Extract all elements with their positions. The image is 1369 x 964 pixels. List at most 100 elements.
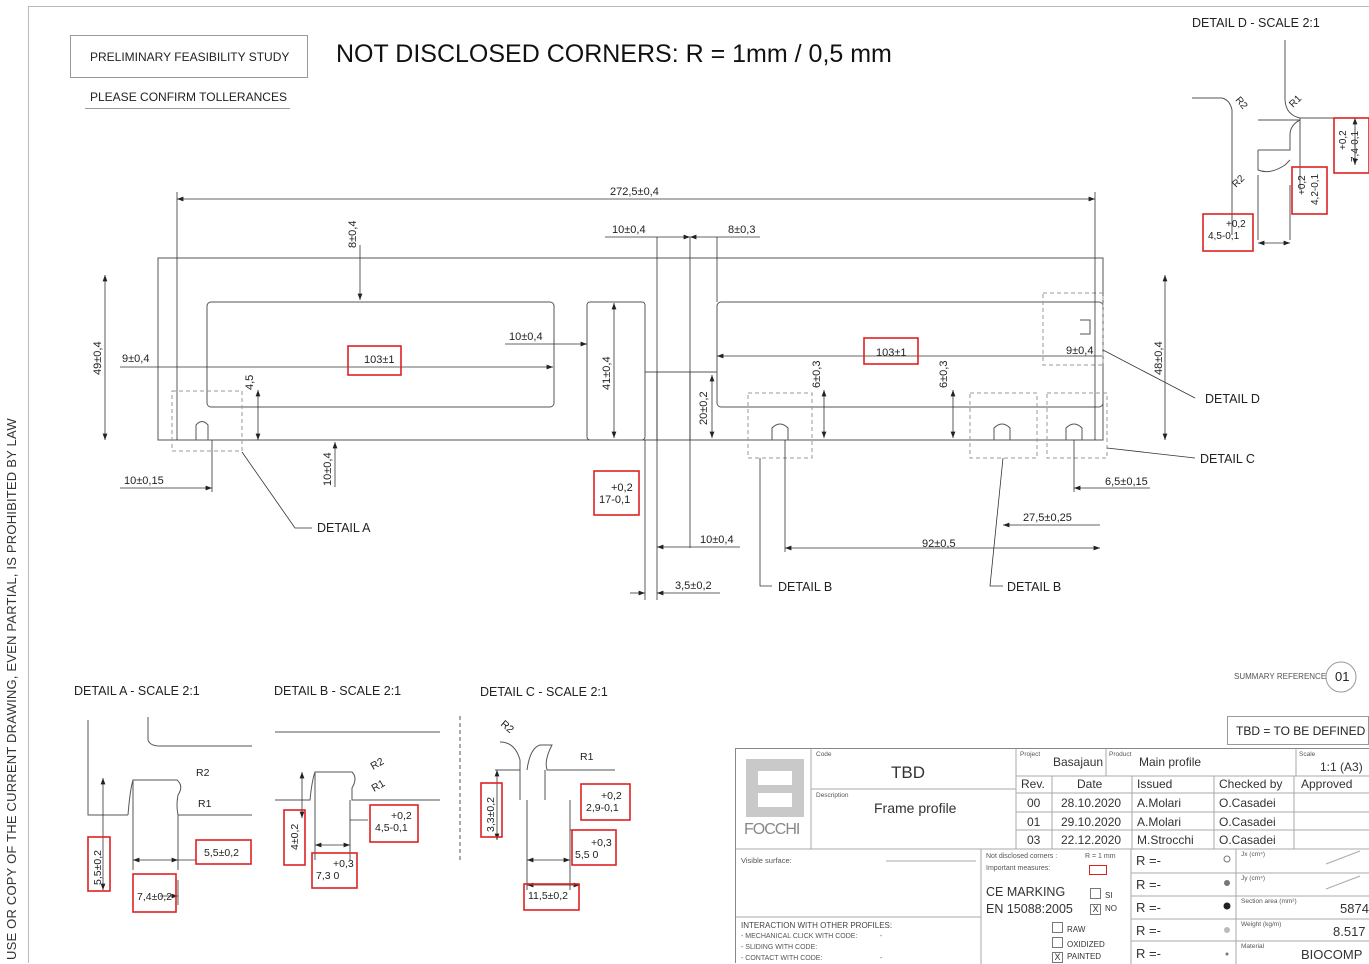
corners-note: NOT DISCLOSED CORNERS: R = 1mm / 0,5 mm [336,40,892,68]
en-norm-label: EN 15088:2005 [986,902,1073,916]
dim-bottom-10: 10±0,4 [322,452,334,486]
section-area-value: 5874 [1340,901,1369,916]
finish-oxidized-option[interactable]: OXIDIZED [1052,937,1105,949]
detail-c-r1: R1 [580,751,594,763]
detail-a-7-4: 7,4±0,2 [137,891,172,903]
material-value: BIOCOMP [1301,947,1363,962]
detail-a-title: DETAIL A - SCALE 2:1 [74,684,200,698]
code-label: Code [816,751,832,758]
dim-top-depth: 8±0,4 [347,221,359,248]
callout-detail-a: DETAIL A [317,521,371,535]
finish-painted-option[interactable]: X PAINTED [1052,952,1101,963]
dim-span-27-5: 27,5±0,25 [1023,512,1072,524]
rev-1-number: 01 [1027,815,1041,829]
not-disclosed-value: R = 1 mm [1085,853,1116,860]
detail-c-dimensions [494,770,580,888]
detail-c-drawing [459,716,615,890]
detail-b-title: DETAIL B - SCALE 2:1 [274,684,401,698]
detail-c-5-5-upper: +0,3 [591,837,612,849]
detail-d-4-2-upper: +0,2 [1297,175,1308,195]
material-label: Material [1241,943,1265,950]
rev-2-number: 03 [1027,833,1041,847]
dim-left-offset: 9±0,4 [122,353,149,365]
finish-oxidized-checkbox[interactable] [1052,937,1063,948]
r-row-1: R =- [1136,853,1161,868]
detail-d-4-5-lower: 4,5-0,1 [1208,231,1240,242]
code-value: TBD [891,763,925,782]
product-label: Product [1109,751,1132,758]
ce-no-checkbox[interactable]: X [1090,904,1101,915]
rev-1-issued: A.Molari [1137,815,1182,829]
description-label: Description [816,792,849,799]
description-value: Frame profile [874,800,957,816]
callout-detail-b-2: DETAIL B [1007,580,1061,594]
detail-d-drawing [1192,40,1340,240]
finish-painted-label: PAINTED [1067,952,1102,961]
dim-overall-width: 272,5±0,4 [610,186,659,198]
ce-si-option[interactable]: SI [1090,888,1113,900]
scale-label: Scale [1299,751,1316,758]
detail-d-r2-top: R2 [1233,95,1250,112]
detail-c-r2: R2 [498,718,516,736]
detail-d-4-5-upper: +0,2 [1226,219,1246,230]
project-value: Basajaun [1053,755,1104,769]
weight-value: 8.517 [1333,924,1366,939]
interaction-click-value: - [880,933,883,940]
interaction-click: - MECHANICAL CLICK WITH CODE: [741,933,858,940]
dim-right-offset: 9±0,4 [1066,345,1093,357]
detail-b-7-3-upper: +0,3 [333,858,354,870]
finish-painted-checkbox[interactable]: X [1052,952,1063,963]
interaction-contact-value: - [880,955,883,962]
rev-1-date: 29.10.2020 [1061,815,1122,829]
dim-right-clip: 6,5±0,15 [1105,476,1148,488]
dim-slot-right: 103±1 [876,347,907,359]
detail-d-7-4-lower: 7,4-0,1 [1350,130,1361,162]
rev-0-date: 28.10.2020 [1061,796,1122,810]
interaction-title: INTERACTION WITH OTHER PROFILES: [741,921,893,930]
dim-span-92: 92±0,5 [922,538,956,550]
detail-a-r1: R1 [198,798,212,810]
r-row-4: R =- [1136,923,1161,938]
finish-raw-option[interactable]: RAW [1052,922,1085,934]
dim-17-upper: +0,2 [611,482,633,494]
dim-top-gap-right: 8±0,3 [728,224,755,236]
dim-right-height: 48±0,4 [1153,341,1165,375]
detail-a-drawing [87,717,252,870]
ce-si-checkbox[interactable] [1090,888,1101,899]
dim-top-gap-left: 10±0,4 [612,224,646,236]
title-block: FOCCHI Code TBD Description Frame profil… [735,748,1369,964]
detail-b-r1: R1 [370,777,388,794]
scale-value: 1:1 (A3) [1320,760,1363,774]
focchi-logo-text: FOCCHI [744,821,800,838]
ce-si-label: SI [1105,891,1113,900]
detail-a-5-5-horizontal: 5,5±0,2 [204,847,239,859]
finish-oxidized-label: OXIDIZED [1067,940,1105,949]
dim-slot-left: 103±1 [364,354,395,366]
finish-raw-checkbox[interactable] [1052,922,1063,933]
main-profile-outline [157,257,1104,441]
detail-d-dimensions [1258,118,1358,246]
dim-mid-gap: 10±0,4 [509,331,543,343]
sheet-border [28,6,1369,963]
rev-0-checked: O.Casadei [1219,796,1276,810]
detail-d-title: DETAIL D - SCALE 2:1 [1192,16,1320,30]
not-disclosed-label: Not disclosed corners : [986,853,1058,860]
important-measure-legend-box [1089,865,1107,875]
product-value: Main profile [1139,755,1202,769]
rev-2-issued: M.Strocchi [1137,833,1194,847]
interaction-contact: - CONTACT WITH CODE: [741,955,823,962]
callout-detail-b-1: DETAIL B [778,580,832,594]
detail-c-important-boxes [480,782,631,911]
detail-b-4-5-lower: 4,5-0,1 [375,822,408,834]
feasibility-label: PRELIMINARY FEASIBILITY STUDY [90,50,290,64]
detail-d-important-boxes [1202,117,1369,252]
header-rev: Rev. [1021,777,1045,791]
dim-bottom-center-10: 10±0,4 [700,534,734,546]
rev-2-checked: O.Casadei [1219,833,1276,847]
dim-17-lower: 17-0,1 [599,494,630,506]
summary-circle [1325,661,1357,693]
visible-surface-label: Visible surface: [741,856,792,865]
important-measure-boxes [347,337,919,516]
